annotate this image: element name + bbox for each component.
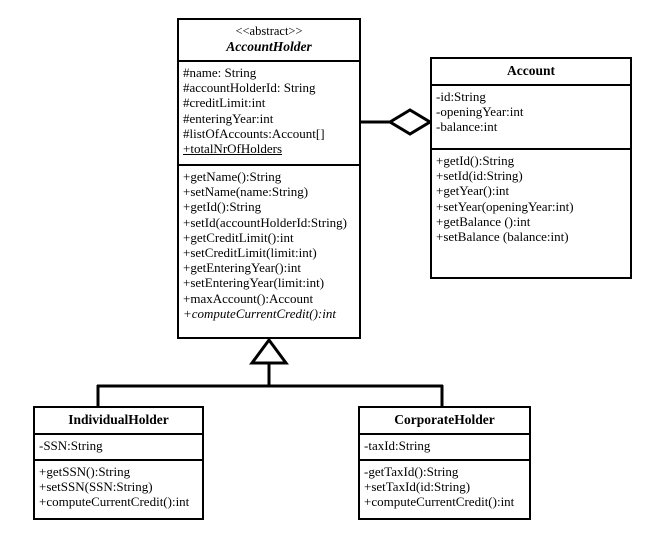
hollow-triangle-icon xyxy=(249,337,289,365)
operation-row: +getId():String xyxy=(436,153,515,168)
class-header-accountholder: <<abstract>> AccountHolder xyxy=(179,20,359,60)
operations-compartment-corporateholder: -getTaxId():String +setTaxId(id:String) … xyxy=(360,459,529,515)
aggregation-accountholder-account[interactable] xyxy=(361,108,433,136)
attributes-compartment-individualholder: -SSN:String xyxy=(35,433,202,459)
operation-row: +maxAccount():Account xyxy=(183,290,314,306)
attribute-row: -openingYear:int xyxy=(436,104,524,120)
attributes-compartment-account: -id:String -openingYear:int -balance:int xyxy=(432,84,630,148)
class-header-account: Account xyxy=(432,59,630,84)
operations-compartment-account: +getId():String +setId(id:String) +getYe… xyxy=(432,148,630,263)
attribute-row: #name: String xyxy=(183,65,257,80)
operation-row: +setSSN(SSN:String) xyxy=(39,479,153,495)
operation-row: +getName():String xyxy=(183,169,282,184)
operation-row: +setTaxId(id:String) xyxy=(364,479,471,495)
operation-row: +setYear(openingYear:int) xyxy=(436,198,574,214)
class-box-individualholder[interactable]: IndividualHolder -SSN:String +getSSN():S… xyxy=(33,406,204,520)
attribute-row: -SSN:String xyxy=(39,438,103,453)
attributes-compartment-corporateholder: -taxId:String xyxy=(360,433,529,459)
operation-row: +getCreditLimit():int xyxy=(183,229,294,245)
attribute-row: -balance:int xyxy=(436,119,498,135)
class-box-account[interactable]: Account -id:String -openingYear:int -bal… xyxy=(430,57,632,279)
operation-row: +getEnteringYear():int xyxy=(183,260,301,276)
class-stereotype: <<abstract>> xyxy=(235,24,303,38)
operations-compartment-individualholder: +getSSN():String +setSSN(SSN:String) +co… xyxy=(35,459,202,515)
class-name: AccountHolder xyxy=(226,39,312,54)
operation-row: +setId(accountHolderId:String) xyxy=(183,214,348,230)
generalization-tree[interactable] xyxy=(96,337,444,407)
attribute-row: #creditLimit:int xyxy=(183,95,266,111)
operations-compartment-accountholder: +getName():String +setName(name:String) … xyxy=(179,164,359,342)
operation-row: +getBalance ():int xyxy=(436,213,531,229)
operation-row: +setCreditLimit(limit:int) xyxy=(183,245,317,261)
attribute-row: #accountHolderId: String xyxy=(183,80,316,96)
class-header-individualholder: IndividualHolder xyxy=(35,408,202,433)
attribute-row: #enteringYear:int xyxy=(183,110,274,126)
class-name: Account xyxy=(507,63,555,78)
hollow-diamond-icon xyxy=(387,108,433,136)
operation-row: +setName(name:String) xyxy=(183,184,309,200)
operation-row: +setId(id:String) xyxy=(436,168,523,184)
attribute-row: -taxId:String xyxy=(364,438,431,453)
class-header-corporateholder: CorporateHolder xyxy=(360,408,529,433)
attributes-compartment-accountholder: #name: String #accountHolderId: String #… xyxy=(179,60,359,164)
operation-row: -getTaxId():String xyxy=(364,464,459,479)
class-box-corporateholder[interactable]: CorporateHolder -taxId:String -getTaxId(… xyxy=(358,406,531,520)
attribute-row: -id:String xyxy=(436,89,486,104)
class-name: CorporateHolder xyxy=(394,412,495,427)
attribute-row-static: +totalNrOfHolders xyxy=(183,141,283,157)
attribute-row: #listOfAccounts:Account[] xyxy=(183,125,325,141)
class-box-accountholder[interactable]: <<abstract>> AccountHolder #name: String… xyxy=(177,18,361,339)
operation-row: +getYear():int xyxy=(436,183,510,199)
operation-row: +computeCurrentCredit():int xyxy=(39,494,190,510)
operation-row-abstract: +computeCurrentCredit():int xyxy=(183,305,336,321)
operation-row: +getId():String xyxy=(183,199,262,215)
operation-row: +computeCurrentCredit():int xyxy=(364,494,515,510)
operation-row: +getSSN():String xyxy=(39,464,131,479)
class-name: IndividualHolder xyxy=(68,412,169,427)
operation-row: +setEnteringYear(limit:int) xyxy=(183,275,325,291)
operation-row: +setBalance (balance:int) xyxy=(436,229,569,245)
